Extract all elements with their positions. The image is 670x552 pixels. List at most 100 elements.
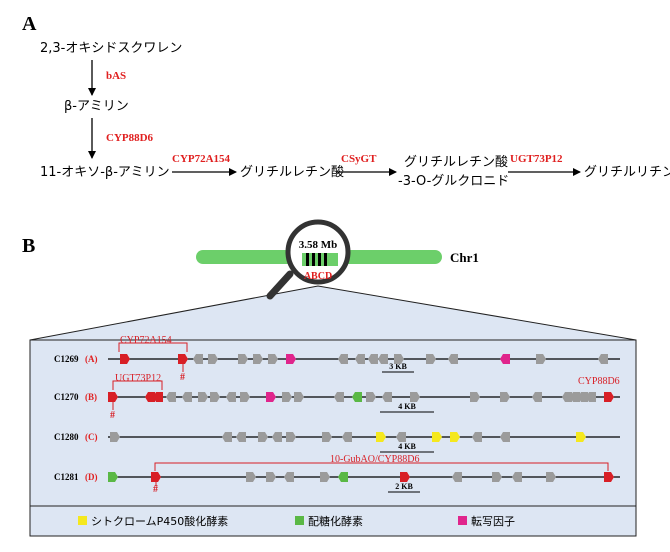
gene-grey [282,392,292,402]
row-id-c1270: C1270 [54,392,79,402]
gene-grey [294,392,304,402]
gene-red [153,392,163,402]
gene-grey [193,354,203,364]
gene-grey [586,392,596,402]
hash-mark-c1270: # [110,410,115,421]
panel-a: A 2,3-オキシドスクワレン bAS β-アミリン CYP88D6 11-オキ… [22,13,670,189]
gene-track-c1269 [120,354,608,364]
row-id-c1269: C1269 [54,354,79,364]
gene-grey [396,432,406,442]
gene-grey [238,354,248,364]
gene-grey [208,354,218,364]
row-id-c1280: C1280 [54,432,79,442]
gene-grey [470,392,480,402]
gene-grey [366,392,376,402]
gene-grey [546,472,556,482]
legend-box [29,505,637,537]
scale-label-c1281: 2 KB [395,482,413,491]
gene-grey [253,354,263,364]
gene-grey [286,432,296,442]
gene-grey [334,392,344,402]
gene-grey [598,354,608,364]
gene-grey [426,354,436,364]
row-tag-c1280: (C) [85,432,98,442]
gene-grey [266,472,276,482]
gene-yellow [432,432,442,442]
gene-red [145,392,155,402]
gene-track-c1281 [108,472,614,482]
gene-grey [378,354,388,364]
legend-label-glycosyltransferase: 配糖化酵素 [308,514,363,528]
row-tag-c1269: (A) [85,354,98,364]
gene-red [151,472,161,482]
gene-grey [322,432,332,442]
gene-grey [492,472,502,482]
panel-b: B Chr1 3.58 Mb ABCD C1269 (A) CYP72A154 … [22,219,637,537]
row-tag-c1281: (D) [85,472,98,482]
gene-pink [286,354,296,364]
callout-bracket-ugt73p12 [112,380,163,390]
gene-grey [368,354,378,364]
gene-grey [394,354,404,364]
callout-cyp88d6: CYP88D6 [578,376,620,387]
hash-mark-c1281: # [153,484,158,495]
gene-grey [570,392,580,402]
gene-track-c1270 [108,392,614,402]
panel-b-label: B [22,235,35,257]
enzyme-bas: bAS [106,70,126,82]
gene-yellow [376,432,386,442]
legend-label-transcription-factor: 転写因子 [471,515,515,528]
gene-grey [355,354,365,364]
callout-ugt73p12: UGT73P12 [115,373,161,384]
callout-cyp72a154: CYP72A154 [120,335,172,346]
scale-label-c1270: 4 KB [398,402,416,411]
legend-swatch-transcription-factor [458,516,467,525]
gene-grey [500,392,510,402]
gene-grey [382,392,392,402]
gene-grey [284,472,294,482]
gene-yellow [450,432,460,442]
gene-red [108,392,118,402]
gene-green [338,472,348,482]
gene-grey [448,354,458,364]
gene-grey [512,472,522,482]
gene-red [120,354,130,364]
zoom-letters: ABCD [304,271,332,282]
gene-grey [500,432,510,442]
node-glycyrrhetinic-acid: グリチルレチン酸 [240,165,344,180]
node-glucuronide-line1: グリチルレチン酸 [404,155,508,170]
gene-grey [210,392,220,402]
gene-grey [472,432,482,442]
gene-grey [246,472,256,482]
gene-grey [268,354,278,364]
enzyme-ugt73p12: UGT73P12 [510,153,563,165]
node-oxo-amyrin: 11-オキソ-β-アミリン [40,165,170,180]
node-glucuronide-line2: -3-O-グルクロニド [398,174,509,189]
callout-10-gubao: 10-GubAO/CYP88D6 [330,454,419,465]
gene-red [604,472,614,482]
gene-grey [236,432,246,442]
gene-yellow [576,432,586,442]
gene-grey [338,354,348,364]
scale-label-c1269: 3 KB [389,362,407,371]
gene-grey [222,432,232,442]
enzyme-csygt: CSyGT [341,153,377,165]
gene-grey [536,354,546,364]
gene-grey [410,392,420,402]
callout-bracket-cyp72a154 [118,342,188,352]
gene-red [178,354,188,364]
node-oxidosqualene: 2,3-オキシドスクワレン [40,41,182,56]
node-beta-amyrin: β-アミリン [64,99,129,114]
legend: シトクロームP450酸化酵素 配糖化酵素 転写因子 [78,514,515,528]
gene-grey [258,432,268,442]
gene-grey [452,472,462,482]
panel-box [29,339,637,507]
gene-grey [240,392,250,402]
gene-red [400,472,410,482]
gene-grey [578,392,588,402]
row-tag-c1270: (B) [85,392,97,402]
gene-grey [320,472,330,482]
enzyme-cyp72a154: CYP72A154 [172,153,231,165]
gene-grey [110,432,120,442]
gene-grey [182,392,192,402]
